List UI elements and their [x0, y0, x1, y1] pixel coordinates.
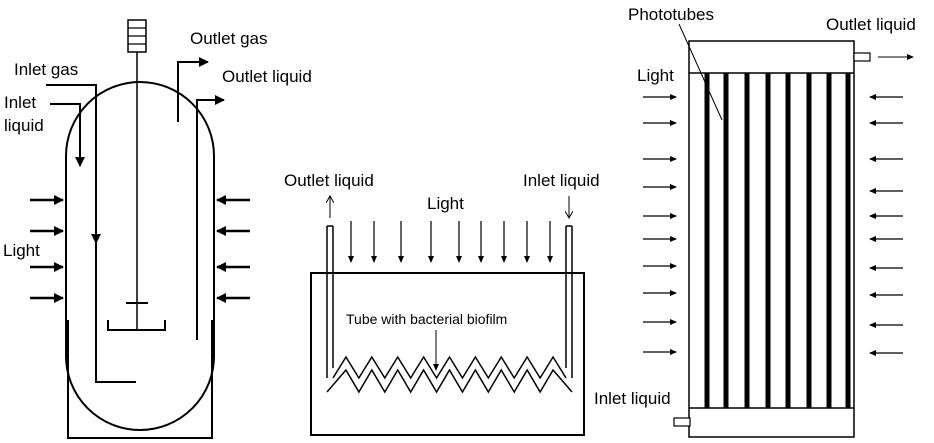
label-light: Light: [637, 66, 674, 85]
label-outlet-liquid: Outlet liquid: [284, 171, 374, 190]
label-outlet-gas: Outlet gas: [190, 29, 268, 48]
reactor-tank: [310, 272, 585, 436]
outlet-nozzle: [853, 52, 871, 62]
light-arrows-right: [216, 195, 250, 303]
phototubes-pointer: [678, 23, 723, 121]
phototube-array: [704, 73, 851, 408]
outlet-liquid-pipe: [196, 95, 225, 340]
light-arrows-left: [643, 94, 677, 355]
label-light: Light: [3, 241, 40, 260]
label-inlet-liquid-line2: liquid: [4, 116, 44, 135]
label-tube-biofilm: Tube with bacterial biofilm: [346, 311, 507, 327]
panel-frame: [688, 40, 855, 438]
outlet-tube: [326, 225, 334, 378]
zigzag-tube-lower: [326, 368, 573, 394]
stirrer-paddle: [107, 320, 166, 331]
reactor-base: [67, 320, 213, 439]
label-inlet-liquid-line1: Inlet: [4, 93, 36, 112]
label-inlet-gas: Inlet gas: [14, 60, 78, 79]
phototube-panel-reactor: Phototubes Outlet liquid Light Inlet liq…: [594, 5, 916, 438]
label-outlet-liquid: Outlet liquid: [826, 15, 916, 34]
light-arrows-right: [869, 94, 903, 356]
biofilm-tube-reactor: Outlet liquid Inlet liquid Light Tube wi…: [284, 171, 600, 436]
light-arrows-down: [348, 221, 553, 263]
inlet-gas-pipe: [46, 84, 136, 383]
label-outlet-liquid: Outlet liquid: [222, 67, 312, 86]
inlet-tube: [565, 225, 573, 378]
label-inlet-liquid: Inlet liquid: [594, 389, 671, 408]
label-light: Light: [427, 194, 464, 213]
reactor-vessel: [65, 81, 215, 431]
stirred-tank-reactor: Inlet gas Inlet liquid Outlet gas Outlet…: [3, 19, 312, 439]
outlet-gas-pipe: [177, 57, 209, 122]
inlet-nozzle: [673, 417, 691, 427]
zigzag-tube-upper: [332, 355, 567, 380]
stirrer-motor: [127, 19, 147, 53]
light-arrows-left: [30, 195, 64, 303]
label-phototubes: Phototubes: [628, 5, 714, 24]
label-inlet-liquid: Inlet liquid: [523, 171, 600, 190]
